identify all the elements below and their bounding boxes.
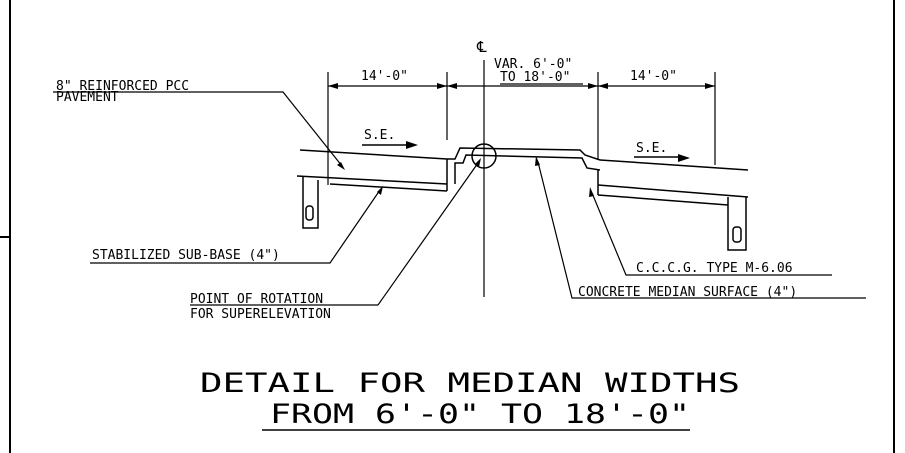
right-pavement-section: [597, 159, 749, 251]
curb-type-label: C.C.C.G. TYPE M-6.06: [636, 261, 793, 276]
centerline-symbol: ℄: [476, 38, 487, 56]
dimension-right-label: 14'-0": [630, 69, 677, 84]
dimension-left-label: 14'-0": [361, 69, 408, 84]
se-left-label: S.E.: [364, 128, 395, 143]
median-section: [447, 143, 601, 184]
callout-median-surface: CONCRETE MEDIAN SURFACE (4"): [535, 156, 866, 300]
callout-curb-type: C.C.C.G. TYPE M-6.06: [589, 187, 832, 276]
rotation-label-1: POINT OF ROTATION: [190, 292, 323, 307]
se-right-label: S.E.: [636, 141, 667, 156]
sub-base-label: STABILIZED SUB-BASE (4"): [92, 248, 280, 263]
left-pavement-section: 0: [296, 149, 448, 229]
superelevation-arrows: S.E. S.E.: [362, 128, 690, 162]
dimension-middle-label-2: TO 18'-0": [500, 70, 570, 85]
centerline: ℄: [476, 38, 487, 297]
callout-pavement: 8" REINFORCED PCC PAVEMENT: [53, 79, 345, 170]
median-surface-label: CONCRETE MEDIAN SURFACE (4"): [578, 285, 797, 300]
dimension-middle-label-1: VAR. 6'-0": [494, 57, 572, 72]
dimension-lines: 14'-0" VAR. 6'-0" TO 18'-0" 14'-0": [327, 57, 716, 185]
callout-sub-base: STABILIZED SUB-BASE (4"): [90, 186, 383, 264]
pavement-label-1: 8" REINFORCED PCC: [56, 79, 189, 94]
detail-title: DETAIL FOR MEDIAN WIDTHS FROM 6'-0" TO 1…: [200, 368, 740, 431]
pavement-label-2: PAVEMENT: [56, 90, 119, 105]
title-line-2: FROM 6'-0" TO 18'-0": [270, 399, 690, 430]
rotation-label-2: FOR SUPERELEVATION: [190, 307, 331, 322]
callout-rotation: POINT OF ROTATION FOR SUPERELEVATION: [190, 158, 481, 322]
title-line-1: DETAIL FOR MEDIAN WIDTHS: [200, 368, 740, 399]
